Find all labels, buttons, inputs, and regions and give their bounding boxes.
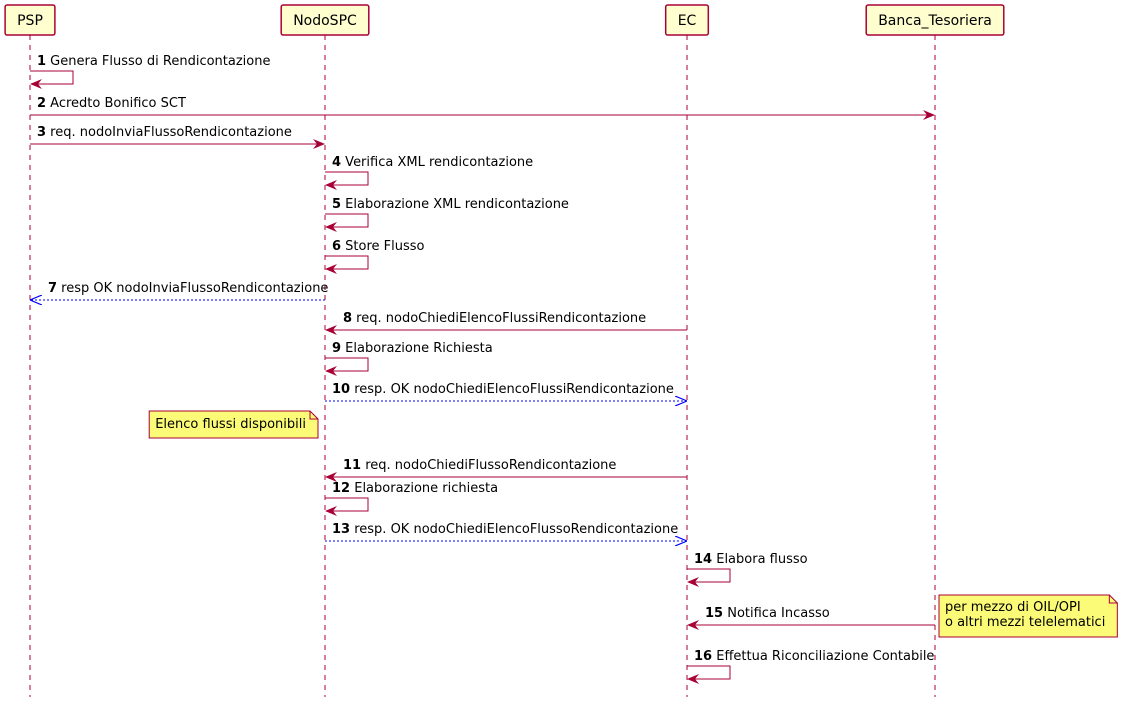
message-label: 13 resp. OK nodoChiediElencoFlussoRendic… — [332, 522, 678, 537]
message-text: resp OK nodoInviaFlussoRendicontazione — [57, 281, 328, 296]
message-text: req. nodoChiediFlussoRendicontazione — [361, 458, 616, 473]
message-number: 6 — [332, 239, 341, 254]
participant-banca-tesoriera: Banca_Tesoriera — [865, 4, 1005, 36]
message-text: Notifica Incasso — [723, 606, 830, 621]
message-1: 1 Genera Flusso di Rendicontazione — [30, 54, 270, 89]
message-8: 8 req. nodoChiediElencoFlussiRendicontaz… — [325, 311, 687, 335]
self-arrow — [687, 568, 731, 587]
note-box — [938, 594, 1118, 638]
message-text: Elaborazione XML rendicontazione — [341, 197, 569, 212]
message-number: 2 — [37, 96, 46, 111]
note-text: Elenco flussi disponibili — [155, 417, 306, 432]
note-2: per mezzo di OIL/OPI o altri mezzi telel… — [938, 594, 1118, 638]
message-number: 5 — [332, 197, 341, 212]
self-arrow — [325, 497, 369, 516]
message-number: 12 — [332, 481, 350, 496]
message-label: 7 resp OK nodoInviaFlussoRendicontazione — [48, 281, 328, 296]
message-14: 14 Elabora flusso — [687, 552, 808, 587]
message-11: 11 req. nodoChiediFlussoRendicontazione — [325, 458, 687, 482]
self-arrow — [325, 255, 369, 274]
participant-label: NodoSPC — [293, 13, 357, 29]
message-5: 5 Elaborazione XML rendicontazione — [325, 197, 569, 232]
self-arrow — [325, 171, 369, 190]
message-2: 2 Acredto Bonifico SCT — [30, 96, 935, 120]
note-text: o altri mezzi telelematici — [945, 615, 1105, 630]
message-13: 13 resp. OK nodoChiediElencoFlussoRendic… — [325, 522, 686, 541]
self-arrow — [325, 357, 369, 376]
message-number: 11 — [343, 458, 361, 473]
message-text: Elaborazione Richiesta — [341, 341, 493, 356]
message-12: 12 Elaborazione richiesta — [325, 481, 498, 516]
message-text: Genera Flusso di Rendicontazione — [46, 54, 270, 69]
message-text: resp. OK nodoChiediElencoFlussoRendicont… — [350, 522, 678, 537]
message-number: 16 — [694, 649, 712, 664]
message-16: 16 Effettua Riconciliazione Contabile — [687, 649, 934, 684]
message-text: Store Flusso — [341, 239, 424, 254]
message-label: 1 Genera Flusso di Rendicontazione — [37, 54, 270, 69]
self-arrow — [30, 70, 74, 89]
participant-psp: PSP — [4, 4, 56, 36]
participant-box — [865, 4, 1005, 36]
message-number: 13 — [332, 522, 350, 537]
message-label: 10 resp. OK nodoChiediElencoFlussiRendic… — [332, 382, 674, 397]
participant-box — [4, 4, 56, 36]
message-10: 10 resp. OK nodoChiediElencoFlussiRendic… — [325, 382, 686, 401]
participant-label: PSP — [17, 13, 43, 29]
message-label: 16 Effettua Riconciliazione Contabile — [694, 649, 934, 664]
message-number: 15 — [705, 606, 723, 621]
self-arrow — [325, 213, 369, 232]
message-number: 14 — [694, 552, 712, 567]
message-text: resp. OK nodoChiediElencoFlussiRendicont… — [350, 382, 674, 397]
participant-nodospc: NodoSPC — [280, 4, 370, 36]
message-9: 9 Elaborazione Richiesta — [325, 341, 493, 376]
message-text: Verifica XML rendicontazione — [341, 155, 533, 170]
message-label: 2 Acredto Bonifico SCT — [37, 96, 186, 111]
message-label: 11 req. nodoChiediFlussoRendicontazione — [343, 458, 616, 473]
self-arrow — [687, 665, 731, 684]
message-number: 7 — [48, 281, 57, 296]
note-fold — [309, 411, 318, 420]
message-label: 8 req. nodoChiediElencoFlussiRendicontaz… — [343, 311, 646, 326]
message-number: 8 — [343, 311, 352, 326]
participant-ec: EC — [664, 4, 710, 36]
message-label: 5 Elaborazione XML rendicontazione — [332, 197, 569, 212]
message-7: 7 resp OK nodoInviaFlussoRendicontazione — [31, 281, 328, 300]
message-number: 3 — [37, 125, 46, 140]
message-label: 3 req. nodoInviaFlussoRendicontazione — [37, 125, 292, 140]
participant-label: EC — [678, 13, 697, 29]
message-number: 10 — [332, 382, 350, 397]
message-text: req. nodoInviaFlussoRendicontazione — [46, 125, 292, 140]
message-number: 9 — [332, 341, 341, 356]
message-label: 15 Notifica Incasso — [705, 606, 830, 621]
message-3: 3 req. nodoInviaFlussoRendicontazione — [30, 125, 325, 149]
message-number: 1 — [37, 54, 46, 69]
message-label: 12 Elaborazione richiesta — [332, 481, 498, 496]
note-fold — [1108, 595, 1118, 604]
message-text: Effettua Riconciliazione Contabile — [712, 649, 934, 664]
message-text: Elabora flusso — [712, 552, 808, 567]
participant-box — [664, 4, 710, 36]
message-text: Acredto Bonifico SCT — [46, 96, 186, 111]
participant-label: Banca_Tesoriera — [878, 13, 992, 29]
message-label: 6 Store Flusso — [332, 239, 425, 254]
message-label: 9 Elaborazione Richiesta — [332, 341, 493, 356]
participant-box — [280, 4, 370, 36]
message-text: Elaborazione richiesta — [350, 481, 498, 496]
message-label: 14 Elabora flusso — [694, 552, 808, 567]
message-number: 4 — [332, 155, 341, 170]
message-4: 4 Verifica XML rendicontazione — [325, 155, 533, 190]
message-text: req. nodoChiediElencoFlussiRendicontazio… — [352, 311, 646, 326]
message-6: 6 Store Flusso — [325, 239, 425, 274]
message-15: 15 Notifica Incasso — [687, 606, 935, 630]
note-1: Elenco flussi disponibili — [148, 410, 319, 439]
note-text: per mezzo di OIL/OPI — [945, 600, 1081, 615]
note-box — [148, 410, 319, 439]
message-label: 4 Verifica XML rendicontazione — [332, 155, 533, 170]
